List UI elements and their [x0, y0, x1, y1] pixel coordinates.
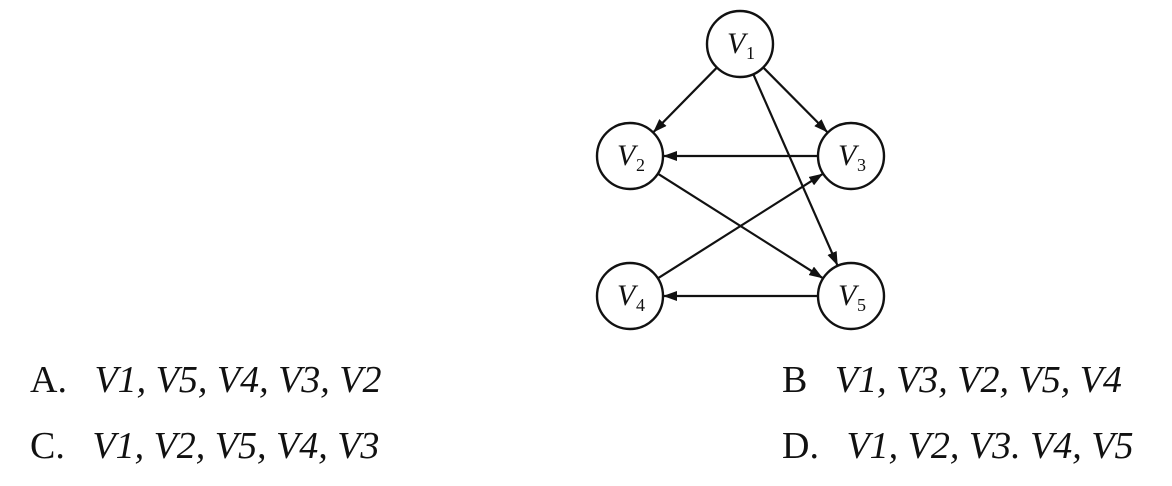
node-label: V: [838, 279, 860, 312]
node-circle: [816, 121, 886, 191]
node-label: V: [838, 139, 860, 172]
node-label: V: [617, 139, 639, 172]
node-label: V: [617, 279, 639, 312]
node-subscript: 4: [636, 295, 645, 315]
graph-edges: [653, 66, 839, 301]
option-b[interactable]: B V1, V3, V2, V5, V4: [782, 358, 1122, 402]
option-c[interactable]: C. V1, V2, V5, V4, V3: [30, 424, 379, 468]
node-circle: [595, 121, 665, 191]
option-a-letter: A.: [30, 359, 67, 401]
node-subscript: 1: [746, 43, 755, 63]
node-subscript: 5: [857, 295, 866, 315]
option-a[interactable]: A. V1, V5, V4, V3, V2: [30, 358, 382, 402]
node-circle: [705, 9, 775, 79]
option-c-sequence: V1, V2, V5, V4, V3: [92, 425, 380, 467]
option-d[interactable]: D. V1, V2, V3. V4, V5: [782, 424, 1134, 468]
edge-v1-v2: [653, 66, 718, 133]
option-a-sequence: V1, V5, V4, V3, V2: [94, 359, 382, 401]
node-circle: [816, 261, 886, 331]
option-d-letter: D.: [782, 425, 819, 467]
option-c-letter: C.: [30, 425, 65, 467]
node-subscript: 3: [857, 155, 866, 175]
option-b-letter: B: [782, 359, 808, 401]
node-circle: [595, 261, 665, 331]
node-subscript: 2: [636, 155, 645, 175]
edge-v1-v3: [762, 66, 828, 133]
node-label: V: [727, 27, 749, 60]
option-b-sequence: V1, V3, V2, V5, V4: [834, 359, 1122, 401]
option-d-sequence: V1, V2, V3. V4, V5: [846, 425, 1134, 467]
edge-v4-v3: [657, 173, 824, 280]
edge-v1-v5: [752, 73, 839, 266]
